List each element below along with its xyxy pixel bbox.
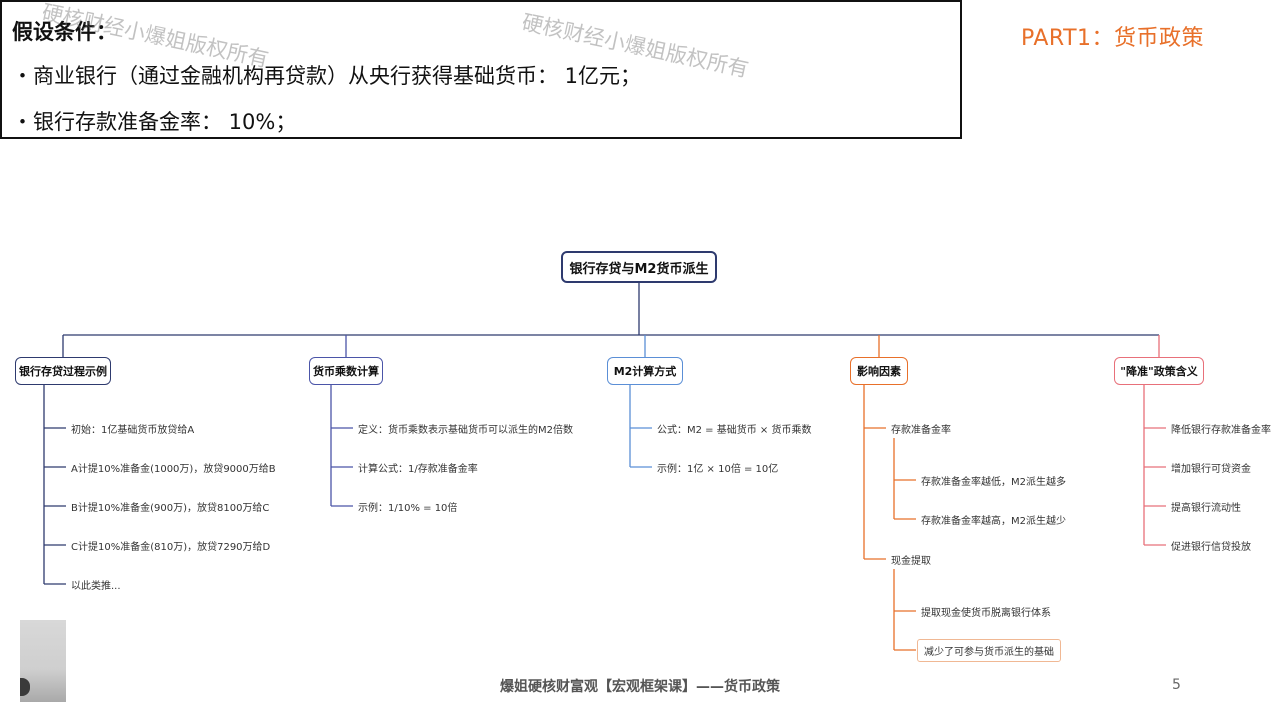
mindmap-leaf[interactable]: 以此类推...: [71, 581, 121, 592]
presenter-video-thumbnail: [20, 620, 66, 702]
mindmap-leaf[interactable]: 提高银行流动性: [1171, 503, 1241, 514]
assumption-line-1: ・商业银行（通过金融机构再贷款）从央行获得基础货币： 1亿元；: [12, 64, 642, 88]
mindmap-leaf[interactable]: B计提10%准备金(900万)，放贷8100万给C: [71, 503, 270, 514]
mindmap-leaf[interactable]: 示例：1亿 × 10倍 = 10亿: [657, 464, 779, 475]
mindmap-leaf[interactable]: 计算公式：1/存款准备金率: [358, 464, 478, 475]
assumption-line-2: ・银行存款准备金率： 10%；: [12, 110, 297, 134]
mindmap-leaf[interactable]: 存款准备金率越低，M2派生越多: [921, 477, 1066, 488]
assumption-title: 假设条件：: [12, 20, 117, 44]
mindmap-branch-node[interactable]: "降准"政策含义: [1114, 357, 1204, 385]
part-title: PART1：货币政策: [1020, 26, 1204, 51]
mindmap-branch-node[interactable]: 影响因素: [850, 357, 908, 385]
mindmap-branch-node[interactable]: M2计算方式: [607, 357, 683, 385]
mindmap-leaf[interactable]: 公式：M2 = 基础货币 × 货币乘数: [657, 425, 812, 436]
mindmap-leaf[interactable]: C计提10%准备金(810万)，放贷7290万给D: [71, 542, 271, 553]
mindmap-leaf[interactable]: A计提10%准备金(1000万)，放贷9000万给B: [71, 464, 276, 475]
mindmap-leaf[interactable]: 提取现金使货币脱离银行体系: [921, 608, 1051, 619]
mindmap-branch-node[interactable]: 银行存贷过程示例: [15, 357, 111, 385]
mindmap-leaf[interactable]: 定义：货币乘数表示基础货币可以派生的M2倍数: [358, 425, 573, 436]
mindmap-leaf[interactable]: 促进银行信贷投放: [1171, 542, 1251, 553]
mindmap-leaf[interactable]: 减少了可参与货币派生的基础: [917, 639, 1061, 662]
mindmap-leaf[interactable]: 初始：1亿基础货币放贷给A: [71, 425, 195, 436]
mindmap-leaf[interactable]: 示例：1/10% = 10倍: [358, 503, 458, 514]
mindmap-leaf[interactable]: 现金提取: [891, 556, 931, 567]
mindmap-root[interactable]: 银行存贷与M2货币派生: [561, 251, 717, 283]
mindmap-branch-node[interactable]: 货币乘数计算: [309, 357, 383, 385]
mindmap-leaf[interactable]: 降低银行存款准备金率: [1171, 425, 1271, 436]
footer-title: 爆姐硬核财富观【宏观框架课】——货币政策: [500, 679, 780, 695]
mindmap-leaf[interactable]: 存款准备金率: [891, 425, 951, 436]
mindmap-leaf[interactable]: 增加银行可贷资金: [1171, 464, 1251, 475]
mindmap-leaf[interactable]: 存款准备金率越高，M2派生越少: [921, 516, 1066, 527]
assumption-box: 假设条件： ・商业银行（通过金融机构再贷款）从央行获得基础货币： 1亿元； ・银…: [0, 0, 962, 139]
page-number: 5: [1172, 677, 1181, 693]
